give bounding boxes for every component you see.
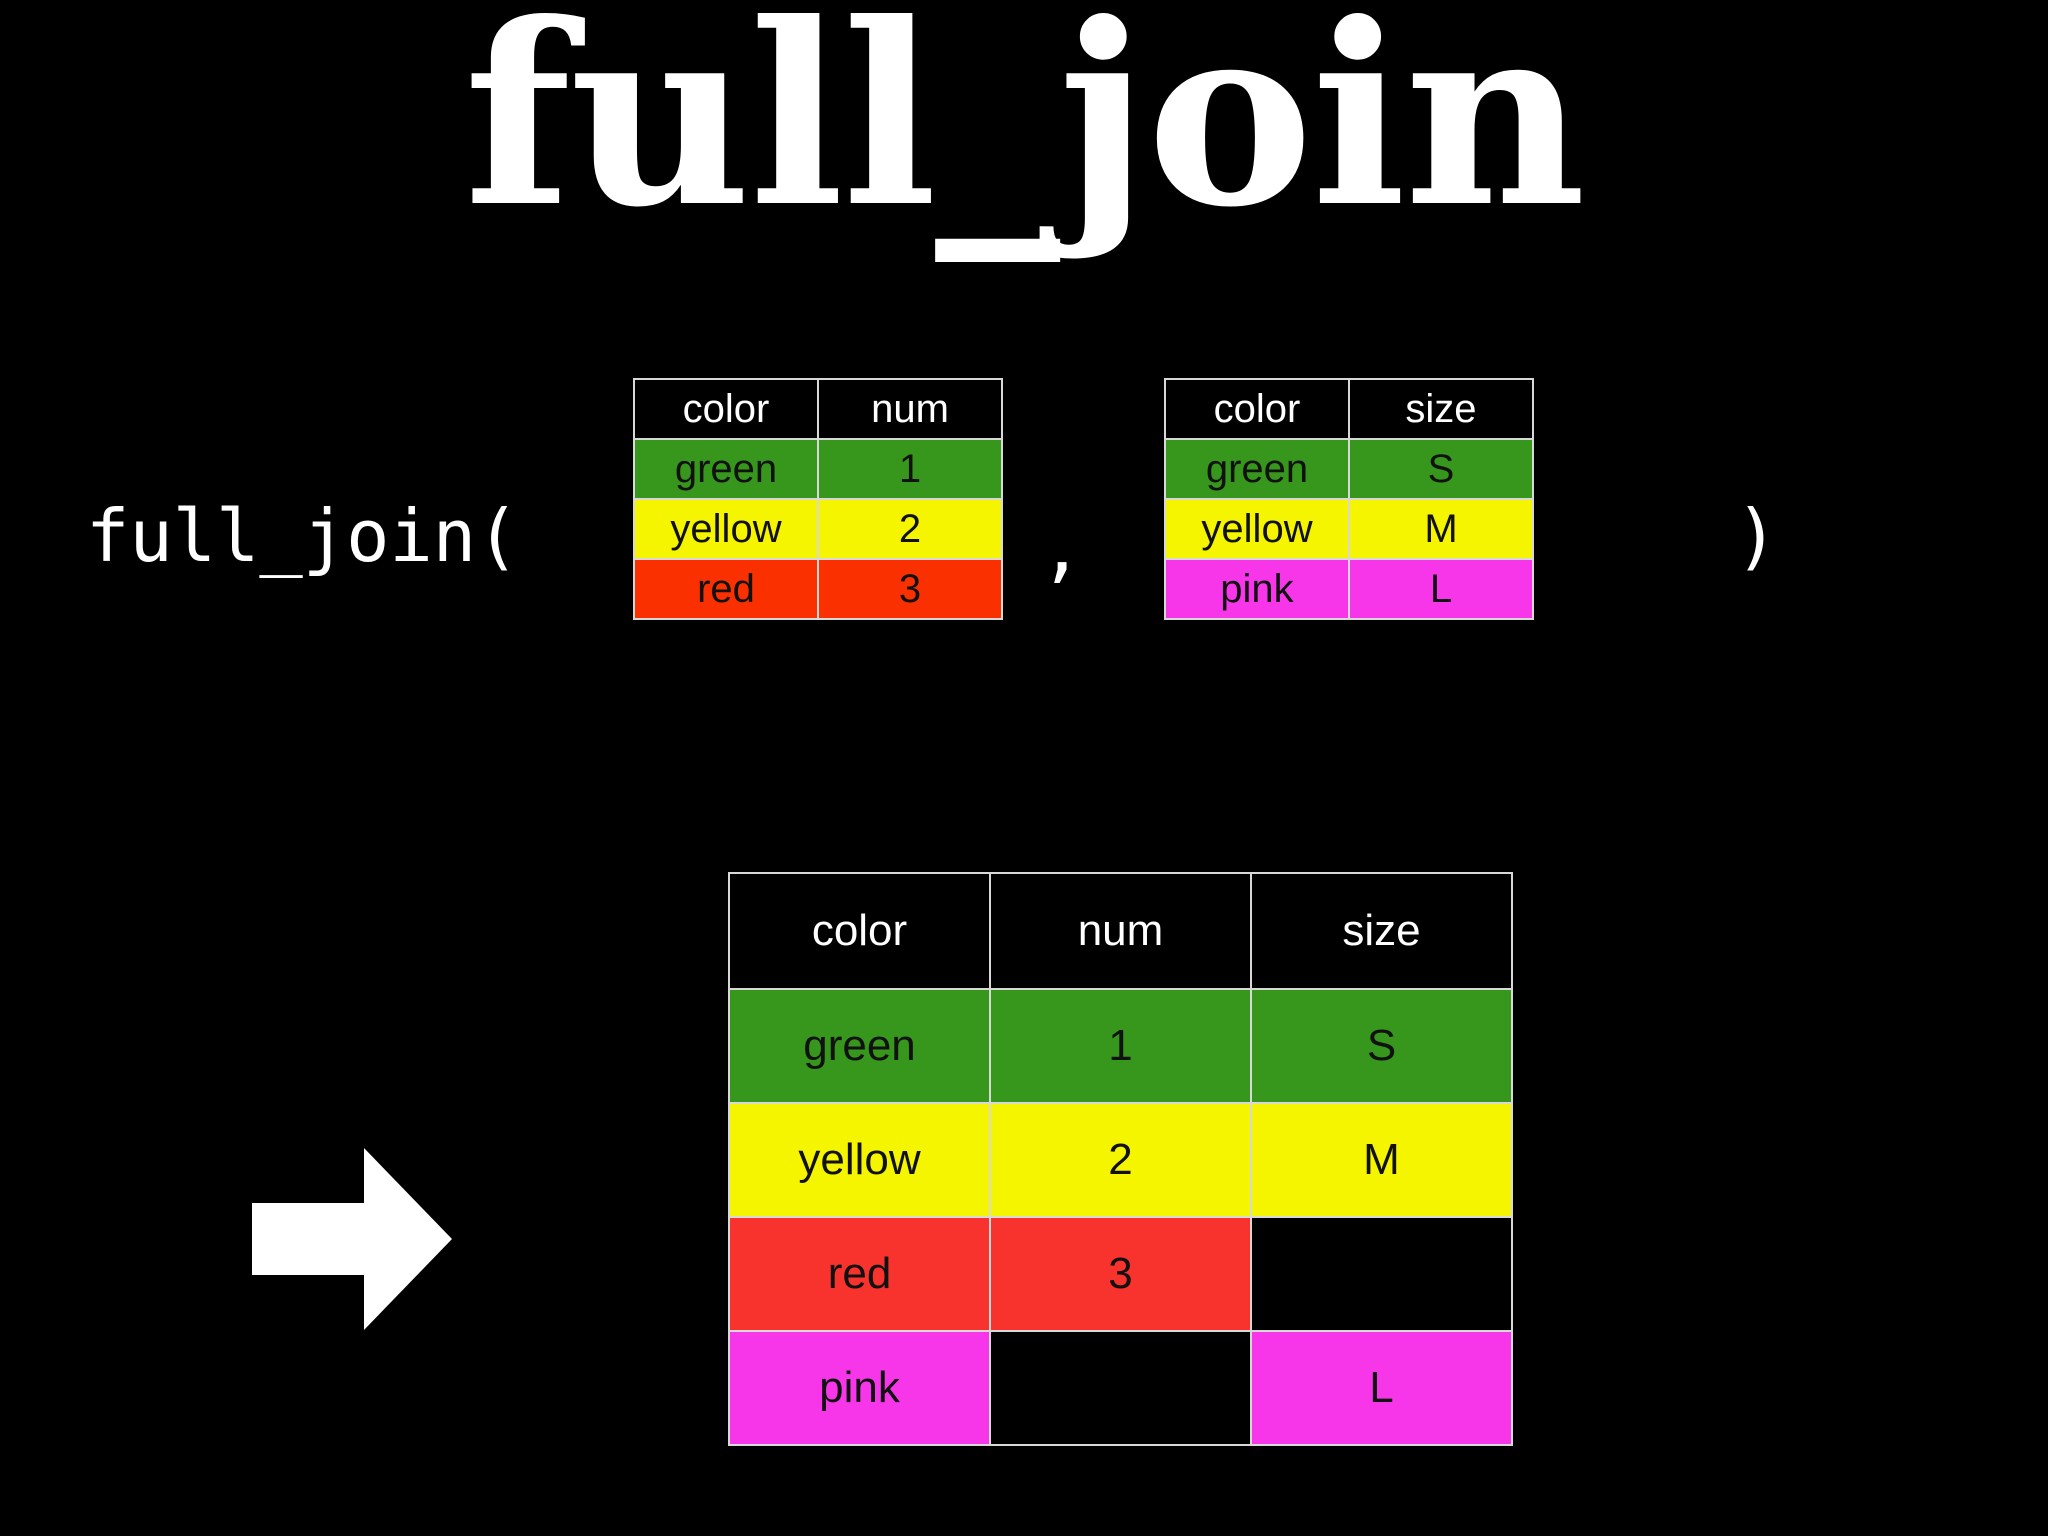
table-cell: yellow	[633, 498, 819, 560]
table-cell: 1	[817, 438, 1003, 500]
table-cell: 1	[989, 988, 1252, 1104]
table-row: pink L	[728, 1330, 1513, 1446]
column-header-color: color	[633, 378, 819, 440]
table-cell: pink	[728, 1330, 991, 1446]
table-cell-empty	[1250, 1216, 1513, 1332]
arrow-right-icon	[252, 1148, 452, 1330]
column-header-color: color	[728, 872, 991, 990]
page-title: full_join	[463, 0, 1586, 262]
table-cell: L	[1348, 558, 1534, 620]
table-cell: L	[1250, 1330, 1513, 1446]
column-header-num: num	[989, 872, 1252, 990]
table-cell: 2	[817, 498, 1003, 560]
table-cell: green	[1164, 438, 1350, 500]
table-cell: yellow	[728, 1102, 991, 1218]
code-separator: ,	[1040, 506, 1084, 590]
table-cell: M	[1250, 1102, 1513, 1218]
column-header-size: size	[1348, 378, 1534, 440]
table-cell: red	[633, 558, 819, 620]
table-cell: S	[1250, 988, 1513, 1104]
table-cell: green	[633, 438, 819, 500]
table-cell: 3	[989, 1216, 1252, 1332]
code-open-paren: full_join(	[86, 494, 520, 578]
table-cell: 2	[989, 1102, 1252, 1218]
table-cell: pink	[1164, 558, 1350, 620]
table-cell: yellow	[1164, 498, 1350, 560]
table-cell: M	[1348, 498, 1534, 560]
table-cell: green	[728, 988, 991, 1104]
table-cell: 3	[817, 558, 1003, 620]
column-header-color: color	[1164, 378, 1350, 440]
code-close-paren: )	[1735, 494, 1779, 578]
table-cell: red	[728, 1216, 991, 1332]
column-header-size: size	[1250, 872, 1513, 990]
column-header-num: num	[817, 378, 1003, 440]
table-cell-empty	[989, 1330, 1252, 1446]
table-cell: S	[1348, 438, 1534, 500]
